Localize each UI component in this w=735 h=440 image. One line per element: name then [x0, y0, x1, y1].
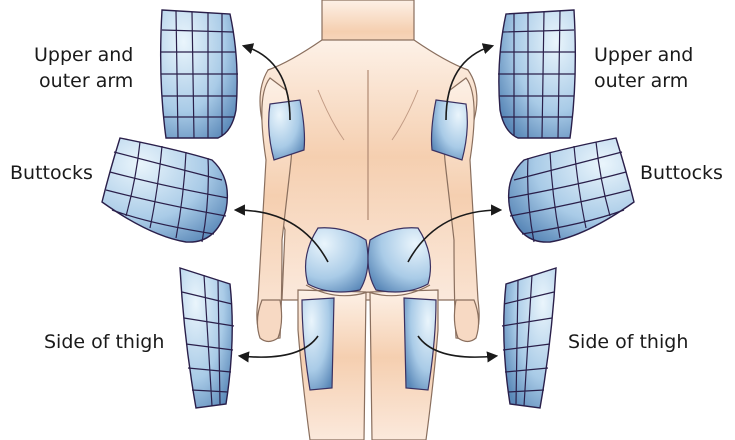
- label-left-buttocks: Buttocks: [10, 160, 93, 186]
- right-thigh-grid-patch: [502, 268, 556, 408]
- left-hand: [257, 300, 281, 342]
- label-left-upper-arm: Upper and outer arm: [34, 42, 133, 94]
- label-right-upper-arm-line2: outer arm: [594, 68, 693, 94]
- left-arm-patch: [269, 100, 305, 160]
- label-right-upper-arm-line1: Upper and: [594, 42, 693, 68]
- right-buttock-patch: [368, 228, 430, 292]
- right-hand: [454, 300, 478, 342]
- body-figure: [257, 0, 479, 440]
- right-buttock-grid-patch: [508, 138, 634, 242]
- left-arm-grid-patch: [161, 10, 238, 138]
- label-left-upper-arm-line2: outer arm: [34, 68, 133, 94]
- right-arm-grid-patch: [498, 10, 575, 138]
- label-left-upper-arm-line1: Upper and: [34, 42, 133, 68]
- label-right-buttocks: Buttocks: [640, 160, 723, 186]
- left-thigh-grid-patch: [180, 268, 234, 408]
- label-left-thigh: Side of thigh: [44, 329, 164, 355]
- label-right-upper-arm: Upper and outer arm: [594, 42, 693, 94]
- left-buttock-patch: [306, 228, 368, 292]
- right-arm-patch: [432, 100, 468, 160]
- left-buttock-grid-patch: [102, 138, 228, 242]
- label-right-thigh: Side of thigh: [568, 329, 688, 355]
